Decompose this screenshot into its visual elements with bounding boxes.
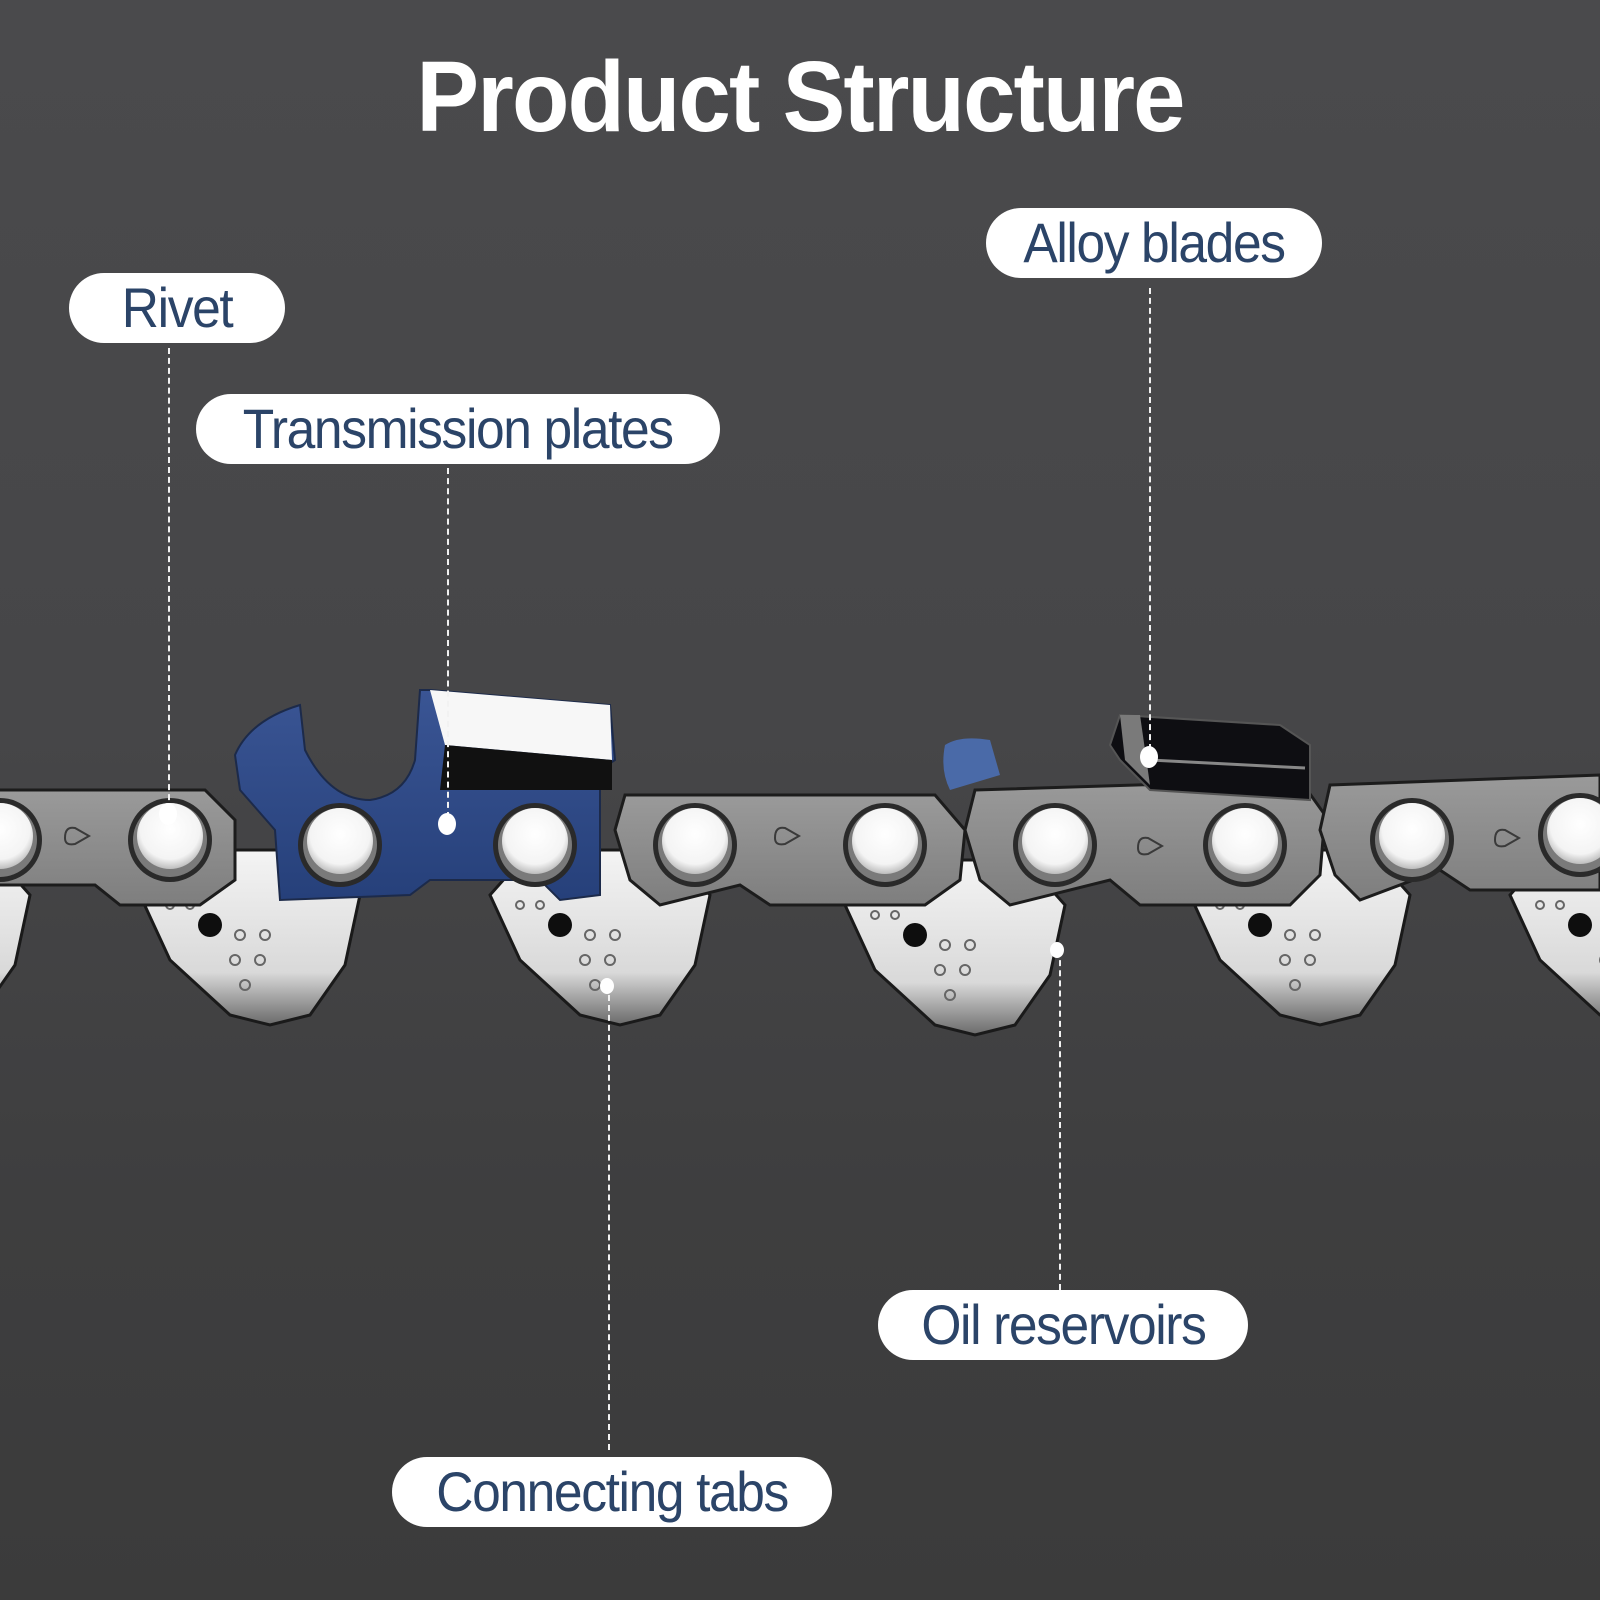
callout-alloy-blades: Alloy blades [986,208,1322,278]
leader-line-rivet [168,348,170,810]
callout-rivet: Rivet [69,273,285,343]
leader-line-transmission-plates [447,468,449,818]
leader-dot-rivet [159,803,177,825]
leader-line-alloy-blades [1149,288,1151,750]
rivet [1370,798,1454,882]
callout-label: Rivet [121,276,234,339]
callout-label: Alloy blades [1023,211,1286,274]
rivet [493,803,577,887]
leader-line-connecting-tabs [608,985,610,1450]
rivet [1013,803,1097,887]
callout-connecting-tabs: Connecting tabs [392,1457,832,1527]
callout-label: Oil reservoirs [920,1293,1207,1356]
rivet [1203,803,1287,887]
plate-mark [773,826,802,846]
callout-label: Connecting tabs [436,1460,789,1523]
leader-dot-connecting-tabs [600,978,614,994]
leader-line-oil-reservoirs [1059,950,1061,1290]
page-title: Product Structure [416,41,1185,153]
rivet [843,803,927,887]
callout-oil-reservoirs: Oil reservoirs [878,1290,1248,1360]
alloy-cutter-link [943,713,1311,802]
plate-mark [1136,836,1165,856]
leader-dot-transmission-plates [438,813,456,835]
plate-mark [63,826,92,846]
callout-transmission-plates: Transmission plates [196,394,720,464]
plate-mark [1493,828,1522,848]
leader-dot-alloy-blades [1140,746,1158,768]
rivet [298,803,382,887]
rivet [653,803,737,887]
leader-dot-oil-reservoirs [1050,942,1064,958]
callout-label: Transmission plates [242,397,674,460]
